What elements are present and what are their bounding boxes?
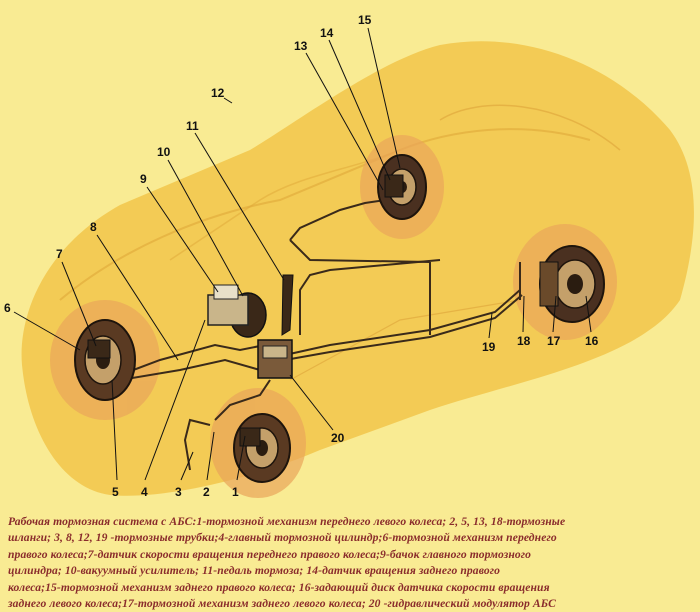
caption-line: шланги; 3, 8, 12, 19 -тормозные трубки;4… [8,531,557,545]
label-3: 3 [175,485,182,499]
label-12: 12 [211,86,225,100]
caption-line: колеса;15-тормозной механизм заднего пра… [8,580,550,594]
caption-line: цилиндра; 10-вакуумный усилитель; 11-пед… [8,564,500,578]
caption-line: правого колеса;7-датчик скорости вращени… [8,547,532,561]
label-6: 6 [4,301,11,315]
label-18: 18 [517,334,531,348]
label-4: 4 [141,485,148,499]
front-left-brake [233,413,291,483]
brake-lines [119,199,523,471]
label-13: 13 [294,39,308,53]
rear-left-brake [539,245,605,323]
label-5: 5 [112,485,119,499]
caption-line: Рабочая тормозная система с АБС:1-тормоз… [8,515,566,528]
figure-caption: Рабочая тормозная система с АБС:1-тормоз… [8,514,696,612]
label-14: 14 [320,26,334,40]
caption-line: заднего левого колеса;17-тормозной механ… [8,597,557,611]
label-19: 19 [482,340,496,354]
label-9: 9 [140,172,147,186]
rear-right-brake [377,154,427,220]
front-right-brake [74,319,136,401]
label-11: 11 [186,119,199,133]
brake-system-diagram: 1 2 3 4 5 6 7 8 9 10 11 12 13 14 15 16 1… [4,13,694,499]
car-body [21,41,694,496]
label-15: 15 [358,13,372,27]
label-20: 20 [331,431,345,445]
callouts: 1 2 3 4 5 6 7 8 9 10 11 12 13 14 15 16 1… [4,13,599,499]
label-8: 8 [90,220,97,234]
label-17: 17 [547,334,561,348]
leader-lines [13,27,592,481]
label-1: 1 [232,485,239,499]
label-7: 7 [56,247,63,261]
brake-components [207,274,294,379]
label-16: 16 [585,334,599,348]
label-2: 2 [203,485,210,499]
label-10: 10 [157,145,171,159]
